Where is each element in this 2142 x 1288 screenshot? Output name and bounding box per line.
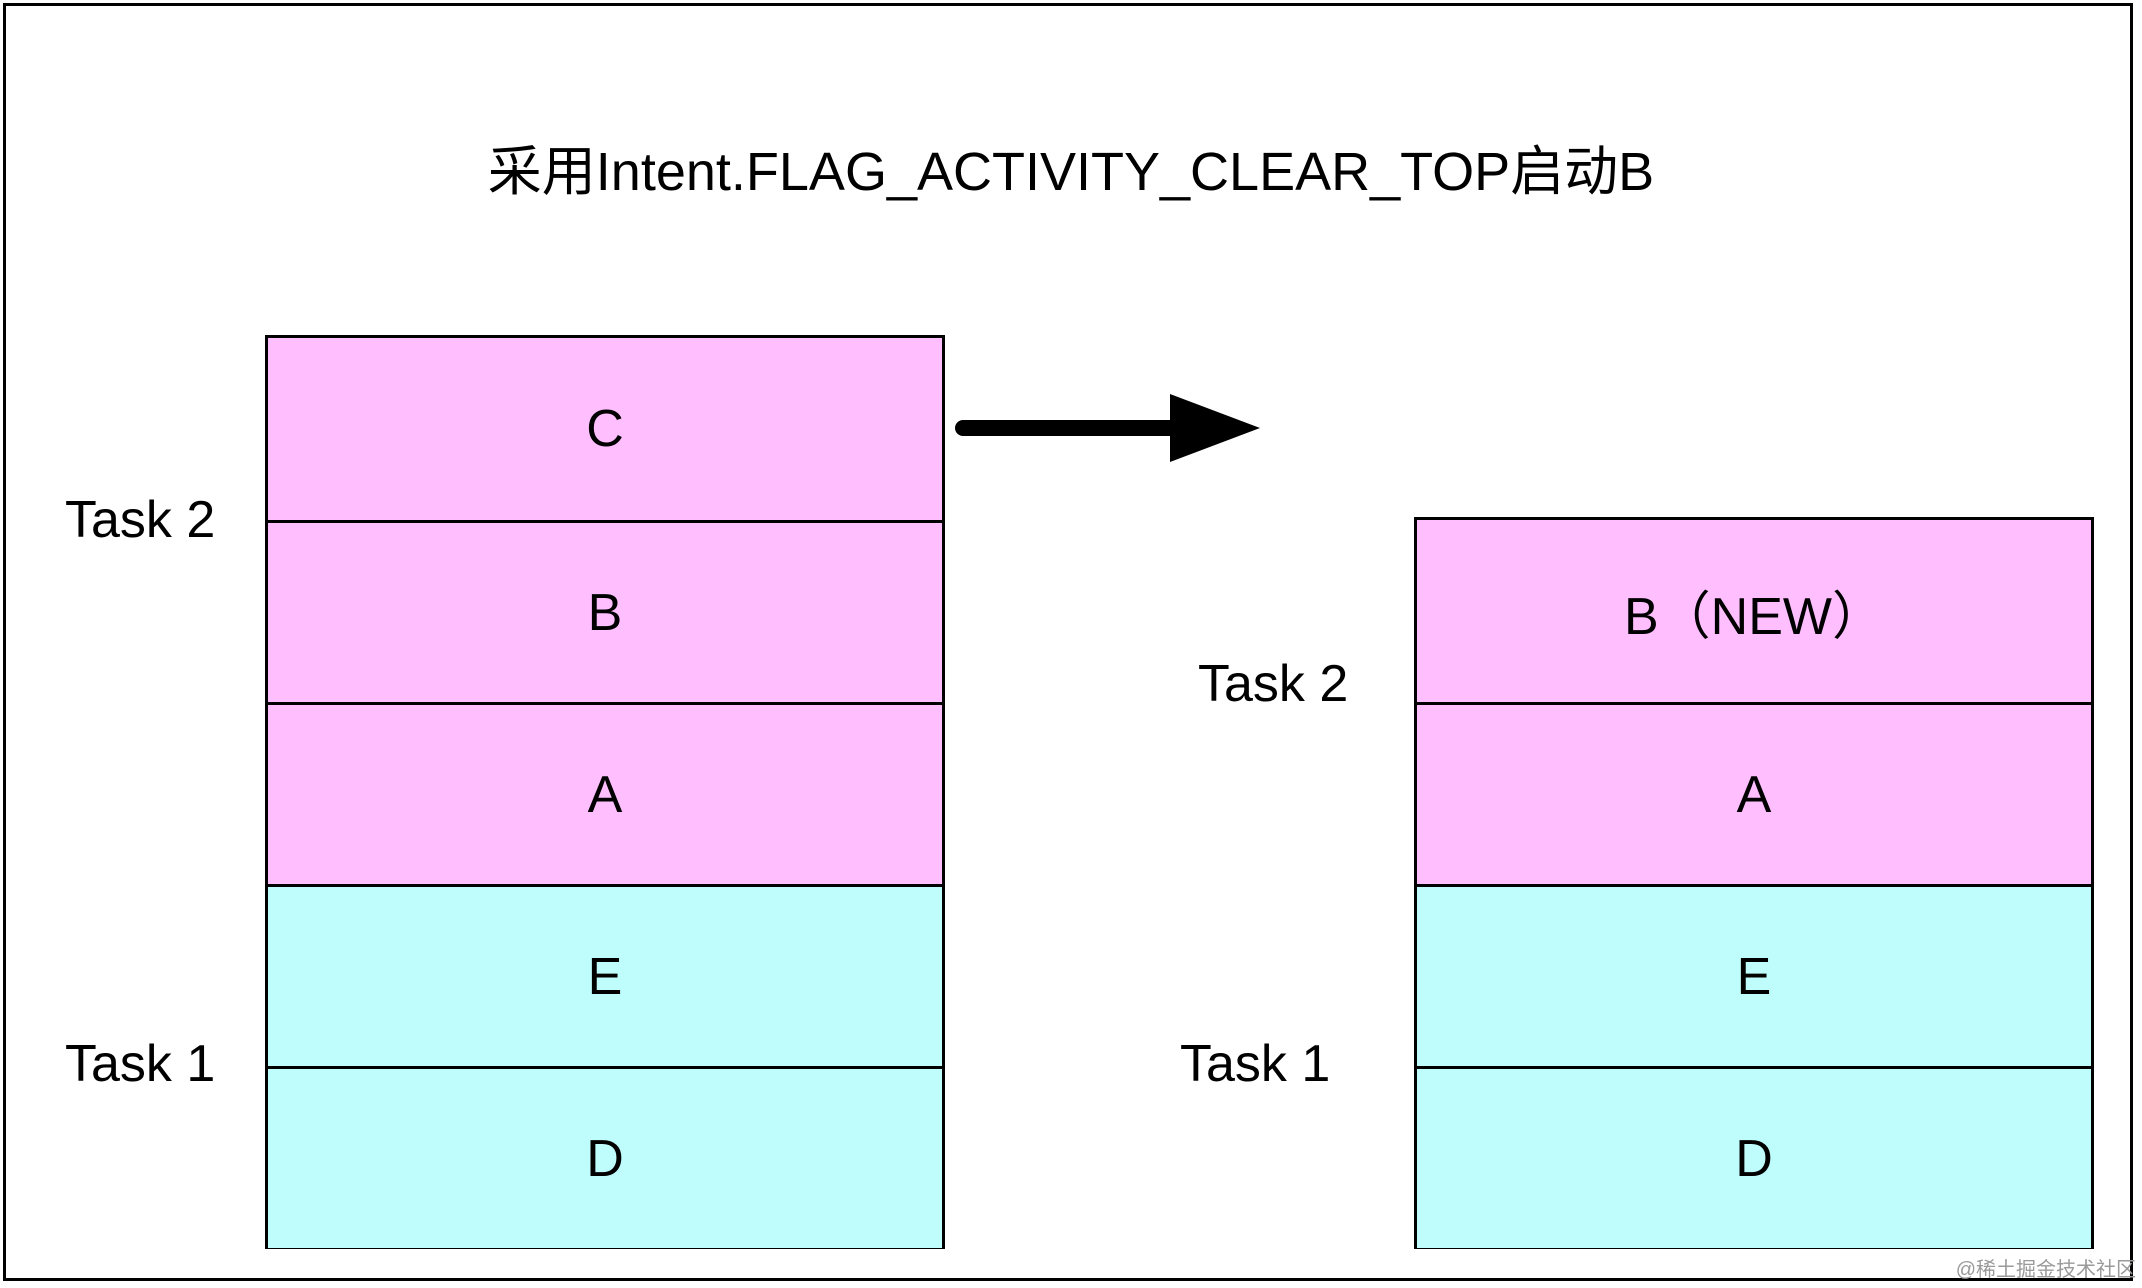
after-cell-d: D xyxy=(1417,1066,2091,1248)
before-stack: C B A E D xyxy=(265,335,945,1249)
transition-arrow-icon xyxy=(955,394,1260,462)
after-cell-e: E xyxy=(1417,884,2091,1066)
before-task2-label: Task 2 xyxy=(65,491,216,549)
before-cell-d: D xyxy=(268,1066,942,1248)
before-cell-b: B xyxy=(268,520,942,702)
before-task1-label: Task 1 xyxy=(65,1035,216,1093)
after-cell-b-new: B（NEW） xyxy=(1417,520,2091,702)
before-cell-e: E xyxy=(268,884,942,1066)
after-task2-label: Task 2 xyxy=(1198,655,1349,713)
before-cell-c: C xyxy=(268,338,942,520)
after-cell-a: A xyxy=(1417,702,2091,884)
diagram-frame xyxy=(3,3,2133,1281)
watermark: @稀土掘金技术社区 xyxy=(1955,1259,2136,1281)
after-stack: B（NEW） A E D xyxy=(1414,517,2094,1249)
before-cell-a: A xyxy=(268,702,942,884)
diagram-title: 采用Intent.FLAG_ACTIVITY_CLEAR_TOP启动B xyxy=(487,142,1655,202)
after-task1-label: Task 1 xyxy=(1180,1035,1331,1093)
